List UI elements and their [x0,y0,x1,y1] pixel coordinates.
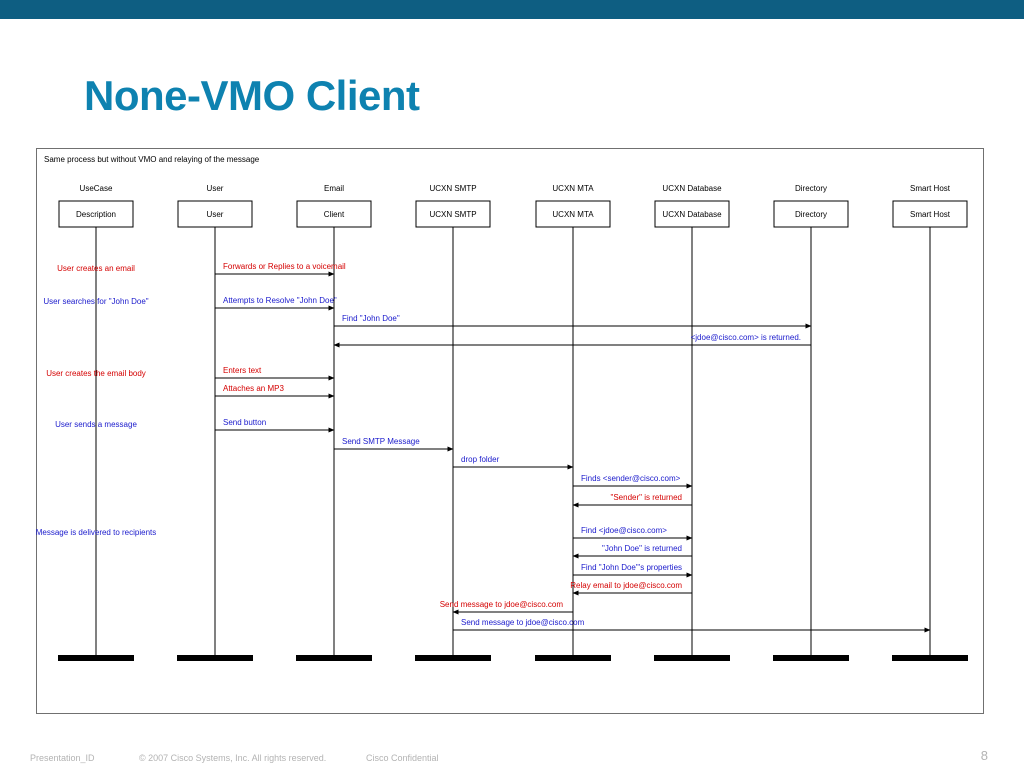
usecase-label-2: User searches for "John Doe" [43,297,148,306]
usecase-label-1: User creates an email [57,264,135,273]
message-label-17: Send message to jdoe@cisco.com [461,618,585,627]
message-label-3: Find "John Doe" [342,314,400,323]
message-label-16: Send message to jdoe@cisco.com [440,600,564,609]
lifeline-box-db [654,200,730,228]
lifeline-end-bar-db [654,655,730,661]
lifeline-end-bar-usecase [58,655,134,661]
usecase-label-3: User creates the email body [46,369,146,378]
lifeline-box-label-dir: Directory [795,210,827,219]
lifeline-box-label-email: Client [324,210,345,219]
lifeline-box-user [177,200,253,228]
message-label-15: Relay email to jdoe@cisco.com [570,581,682,590]
lifeline-box-mta [535,200,611,228]
usecase-label-5: Message is delivered to recipients [36,528,157,537]
message-label-11: "Sender" is returned [611,493,683,502]
message-label-6: Attaches an MP3 [223,384,284,393]
top-banner-bar [0,0,1024,19]
lifeline-box-label-smtp: UCXN SMTP [429,210,476,219]
message-label-2: Attempts to Resolve "John Doe" [223,296,337,305]
message-label-13: "John Doe" is returned [602,544,682,553]
diagram-note: Same process but without VMO and relayin… [44,155,260,164]
lifeline-box-label-smart: Smart Host [910,210,951,219]
lifeline-box-email [296,200,372,228]
message-label-7: Send button [223,418,266,427]
diagram-frame [36,148,984,714]
lifeline-box-label-usecase: Description [76,210,116,219]
lifeline-end-bar-smtp [415,655,491,661]
lifeline-end-bar-dir [773,655,849,661]
footer-confidential: Cisco Confidential [366,753,439,763]
lifeline-end-bar-email [296,655,372,661]
lifeline-header-dir: Directory [795,184,827,193]
lifeline-box-label-db: UCXN Database [662,210,722,219]
usecase-label-4: User sends a message [55,420,137,429]
message-label-12: Find <jdoe@cisco.com> [581,526,667,535]
lifeline-header-usecase: UseCase [80,184,113,193]
message-label-8: Send SMTP Message [342,437,420,446]
footer-presentation-id: Presentation_ID [30,753,95,763]
lifeline-box-dir [773,200,849,228]
slide-title: None-VMO Client [84,72,420,119]
lifeline-header-mta: UCXN MTA [552,184,594,193]
lifeline-header-smart: Smart Host [910,184,951,193]
footer-copyright: © 2007 Cisco Systems, Inc. All rights re… [139,753,327,763]
lifeline-header-user: User [207,184,224,193]
lifeline-header-db: UCXN Database [662,184,722,193]
lifeline-end-bar-mta [535,655,611,661]
lifeline-box-smart [892,200,968,228]
lifeline-box-label-user: User [207,210,224,219]
lifeline-end-bar-user [177,655,253,661]
lifeline-header-smtp: UCXN SMTP [429,184,476,193]
message-label-9: drop folder [461,455,500,464]
lifeline-box-label-mta: UCXN MTA [552,210,594,219]
message-label-14: Find "John Doe"'s properties [581,563,682,572]
message-label-5: Enters text [223,366,262,375]
message-label-1: Forwards or Replies to a voicemail [223,262,346,271]
lifeline-end-bar-smart [892,655,968,661]
message-label-4: <jdoe@cisco.com> is returned. [691,333,801,342]
lifeline-header-email: Email [324,184,344,193]
page-number: 8 [980,748,988,763]
message-label-10: Finds <sender@cisco.com> [581,474,681,483]
